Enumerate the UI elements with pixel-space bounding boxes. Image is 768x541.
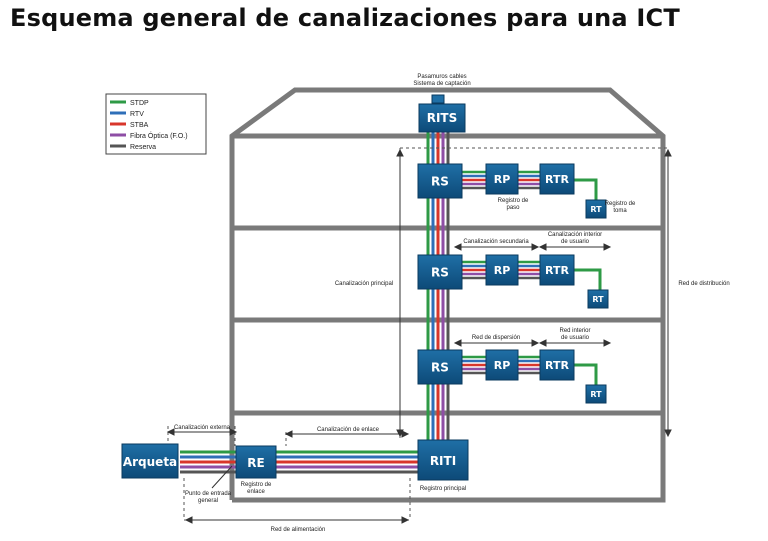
arqueta-label: Arqueta xyxy=(123,455,177,469)
rp-box-label: RP xyxy=(494,173,511,186)
legend-item: STDP xyxy=(110,100,149,107)
rtr-box: RTR xyxy=(539,349,575,381)
rtr-box-label: RTR xyxy=(545,264,569,277)
legend-label: RTV xyxy=(130,111,144,118)
legend-label: STDP xyxy=(130,100,149,107)
legend-item: Fibra Óptica (F.O.) xyxy=(110,131,188,140)
legend-label: STBA xyxy=(130,122,149,129)
red-dispersion-label: Red de dispersión xyxy=(472,335,520,341)
arqueta-box: Arqueta xyxy=(121,443,179,479)
registro-enlace-label-1: Registro de xyxy=(241,482,272,488)
punto-entrada-label-1: Punto de entrada xyxy=(185,491,232,497)
re-label: RE xyxy=(247,456,264,470)
canalizacion-secundaria-label: Canalización secundaria xyxy=(463,239,529,245)
registro-toma-label-1: Registro de xyxy=(605,201,636,207)
rtr-box-label: RTR xyxy=(545,173,569,186)
canalizacion-interior-label-1: Canalización interior xyxy=(548,232,602,238)
canalizacion-principal-label: Canalización principal xyxy=(335,281,393,287)
sistema-captacion-label: Sistema de captación xyxy=(413,81,470,87)
rt-box-label: RT xyxy=(590,205,602,214)
rp-box-label: RP xyxy=(494,359,511,372)
rits-label: RITS xyxy=(427,111,458,125)
rits-box: RITS xyxy=(418,103,466,133)
rt-box-label: RT xyxy=(592,295,604,304)
rs-box: RS xyxy=(417,254,463,290)
annotations: Pasamuros cables Sistema de captación Re… xyxy=(174,74,730,533)
rs-box-label: RS xyxy=(431,361,449,375)
canalizacion-enlace-label: Canalización de enlace xyxy=(317,427,380,433)
registro-toma-label-2: toma xyxy=(613,208,627,214)
rs-box-label: RS xyxy=(431,266,449,280)
legend-label: Reserva xyxy=(130,144,156,151)
registro-paso-label-1: Registro de xyxy=(498,198,529,204)
page-title: Esquema general de canalizaciones para u… xyxy=(10,4,680,32)
rtr-box: RTR xyxy=(539,163,575,195)
legend-label: Fibra Óptica (F.O.) xyxy=(130,131,188,140)
rt-box: RT xyxy=(585,199,607,219)
red-distribucion-label: Red de distribución xyxy=(678,281,729,287)
legend: STDP RTV STBA Fibra Óptica (F.O.) Reserva xyxy=(105,93,207,155)
rp-box: RP xyxy=(485,349,519,381)
rp-box-label: RP xyxy=(494,264,511,277)
pasamuros-label: Pasamuros cables xyxy=(417,74,466,80)
legend-item: RTV xyxy=(110,111,144,118)
riti-label: RITI xyxy=(430,454,456,468)
pasamuros-icon xyxy=(431,94,445,104)
registro-principal-label: Registro principal xyxy=(420,486,466,492)
rs-box: RS xyxy=(417,349,463,385)
red-interior-label-1: Red interior xyxy=(559,328,590,334)
rt-box-label: RT xyxy=(590,390,602,399)
red-interior-label-2: de usuario xyxy=(561,335,590,341)
rt-box: RT xyxy=(585,384,607,404)
red-alimentacion-label: Red de alimentación xyxy=(271,527,326,533)
registro-paso-label-2: paso xyxy=(506,205,520,211)
rt-box: RT xyxy=(587,289,609,309)
rtr-box: RTR xyxy=(539,254,575,286)
rtr-box-label: RTR xyxy=(545,359,569,372)
riti-box: RITI xyxy=(417,439,469,481)
rs-box: RS xyxy=(417,163,463,199)
registro-enlace-label-2: enlace xyxy=(247,489,265,495)
rs-box-label: RS xyxy=(431,175,449,189)
legend-item: STBA xyxy=(110,122,149,129)
re-box: RE xyxy=(235,445,277,479)
legend-item: Reserva xyxy=(110,144,156,151)
canalizacion-interior-label-2: de usuario xyxy=(561,239,590,245)
rp-box: RP xyxy=(485,254,519,286)
canalizacion-externa-label: Canalización externa xyxy=(174,425,231,431)
rp-box: RP xyxy=(485,163,519,195)
punto-entrada-label-2: general xyxy=(198,498,218,504)
dimension-lines xyxy=(166,148,672,524)
